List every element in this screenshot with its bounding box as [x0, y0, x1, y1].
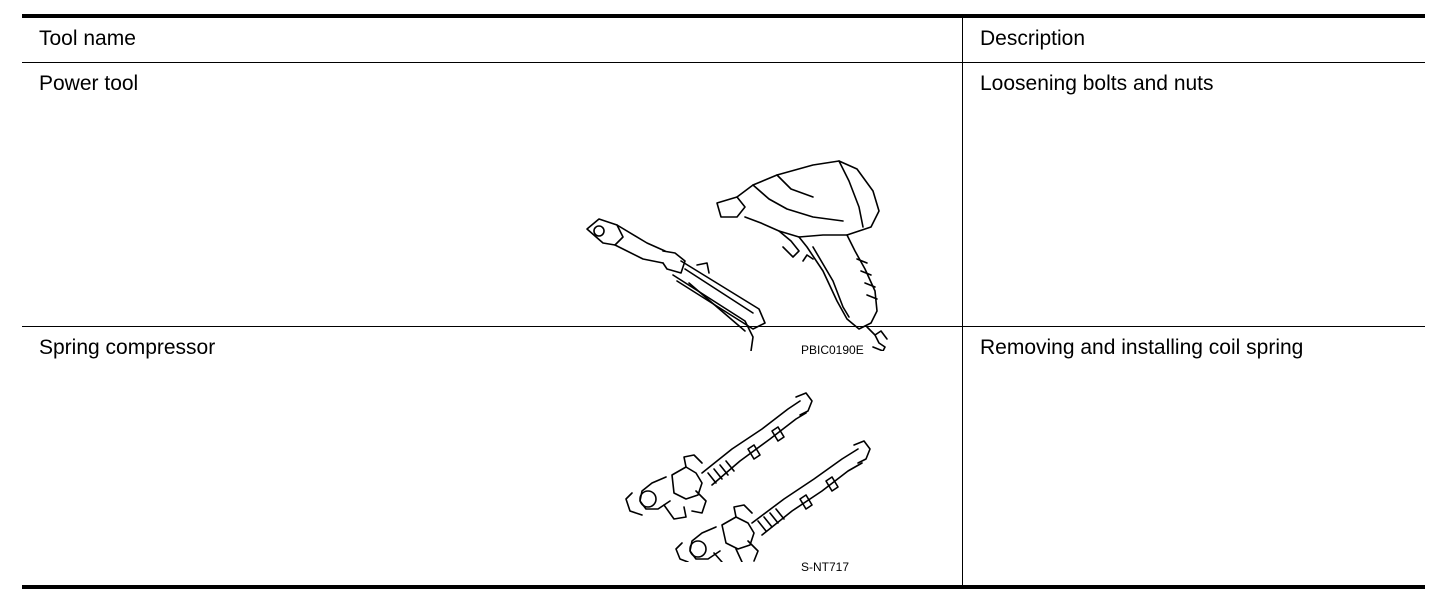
table-row: Spring compressor	[22, 327, 1425, 585]
figure-code: S-NT717	[801, 560, 850, 574]
figure-code: PBIC0190E	[801, 343, 864, 357]
header-tool-name: Tool name	[39, 27, 136, 50]
header-description: Description	[980, 27, 1086, 50]
description-cell: Removing and installing coil spring	[963, 327, 1425, 585]
tool-name-cell: Power tool	[22, 63, 963, 357]
header-cell-description: Description	[963, 18, 1425, 62]
table-top-rule	[22, 14, 1425, 18]
spring-compressor-illustration	[625, 392, 871, 562]
table-row: Power tool	[22, 63, 1425, 357]
table-bottom-rule	[22, 585, 1425, 589]
tool-name: Power tool	[39, 72, 139, 95]
tool-name: Spring compressor	[39, 336, 216, 359]
tool-table: Tool name Description Power tool	[22, 14, 1425, 589]
table-header-row: Tool name Description	[22, 18, 1425, 63]
description: Loosening bolts and nuts	[980, 72, 1214, 95]
header-cell-tool-name: Tool name	[22, 18, 963, 62]
tool-name-cell: Spring compressor	[22, 327, 963, 585]
description-cell: Loosening bolts and nuts	[963, 63, 1425, 326]
description: Removing and installing coil spring	[980, 336, 1304, 359]
power-tool-illustration	[586, 160, 888, 351]
